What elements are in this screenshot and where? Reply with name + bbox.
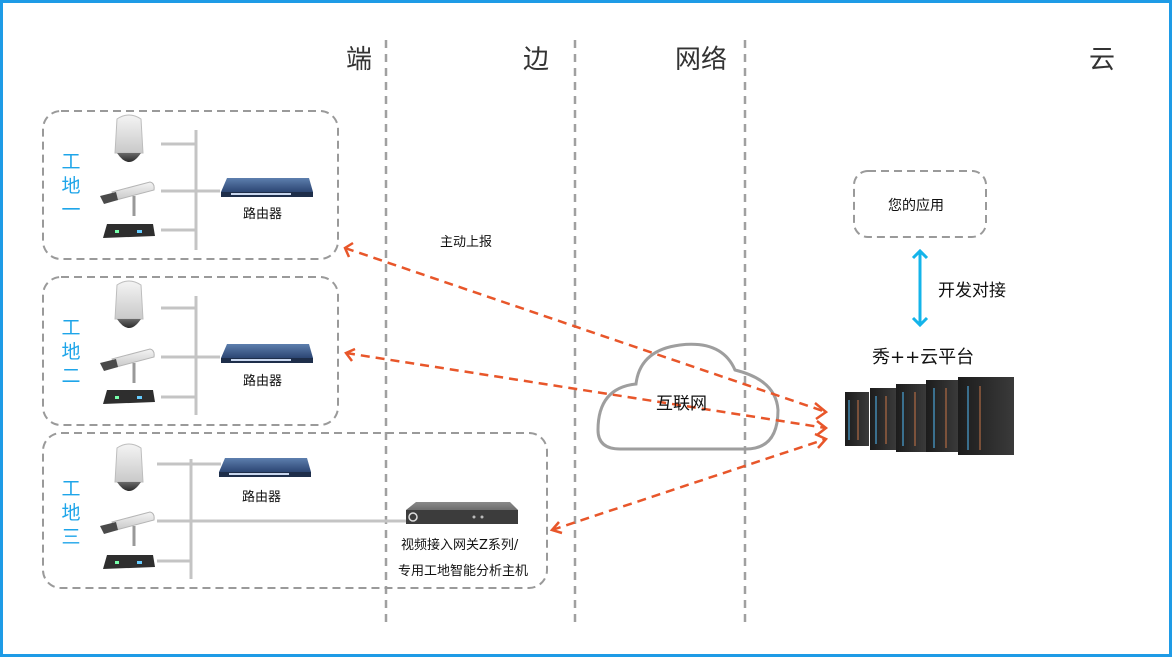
router-1-label: 路由器: [243, 207, 283, 222]
app-box-label: 您的应用: [888, 198, 944, 214]
platform-label: 秀++云平台: [872, 347, 975, 368]
recorder-box-icon: [103, 555, 155, 569]
recorder-box-icon: [103, 390, 155, 404]
report-label: 主动上报: [440, 235, 493, 250]
server-rack-icon: [845, 377, 1014, 455]
video-gateway-icon: [406, 502, 518, 524]
zone-label-edge: 边: [523, 45, 550, 75]
internet-cloud-icon: [596, 342, 780, 451]
site-3-box: [42, 432, 548, 589]
bullet-camera-icon: [100, 181, 155, 216]
arrow-site2-to-platform: [345, 351, 827, 430]
arrow-site1-to-platform: [344, 246, 827, 414]
report-arrows: [344, 246, 827, 532]
dome-camera-icon: [114, 280, 144, 328]
integration-label: 开发对接: [938, 281, 1006, 301]
zone-label-cloud: 云: [1089, 45, 1116, 75]
site-2-label: 工 地 二: [61, 317, 81, 387]
recorder-box-icon: [103, 224, 155, 238]
router-2-label: 路由器: [243, 374, 283, 389]
gateway-label-line1: 视频接入网关Z系列/: [401, 538, 519, 553]
zone-dividers: [384, 40, 747, 628]
site-3-label: 工 地 三: [61, 478, 81, 548]
site-2-box: [42, 276, 339, 426]
bullet-camera-icon: [100, 348, 155, 383]
bullet-camera-icon: [100, 511, 155, 546]
router-icon: [219, 458, 311, 477]
site-1-label: 工 地 一: [61, 151, 81, 221]
router-icon: [221, 178, 313, 197]
app-box: [853, 170, 987, 238]
gateway-label-line2: 专用工地智能分析主机: [398, 564, 529, 579]
router-icon: [221, 344, 313, 363]
integration-arrow: [911, 248, 929, 328]
arrow-heads: [343, 241, 829, 535]
dome-camera-icon: [114, 443, 144, 491]
zone-label-end: 端: [346, 45, 373, 75]
arrow-gateway-to-platform: [551, 437, 827, 532]
router-3-label: 路由器: [242, 490, 282, 505]
site-1-box: [42, 110, 339, 260]
dome-camera-icon: [114, 114, 144, 162]
zone-label-network: 网络: [675, 45, 728, 75]
internet-label: 互联网: [656, 394, 707, 414]
site-wiring: [157, 130, 406, 579]
